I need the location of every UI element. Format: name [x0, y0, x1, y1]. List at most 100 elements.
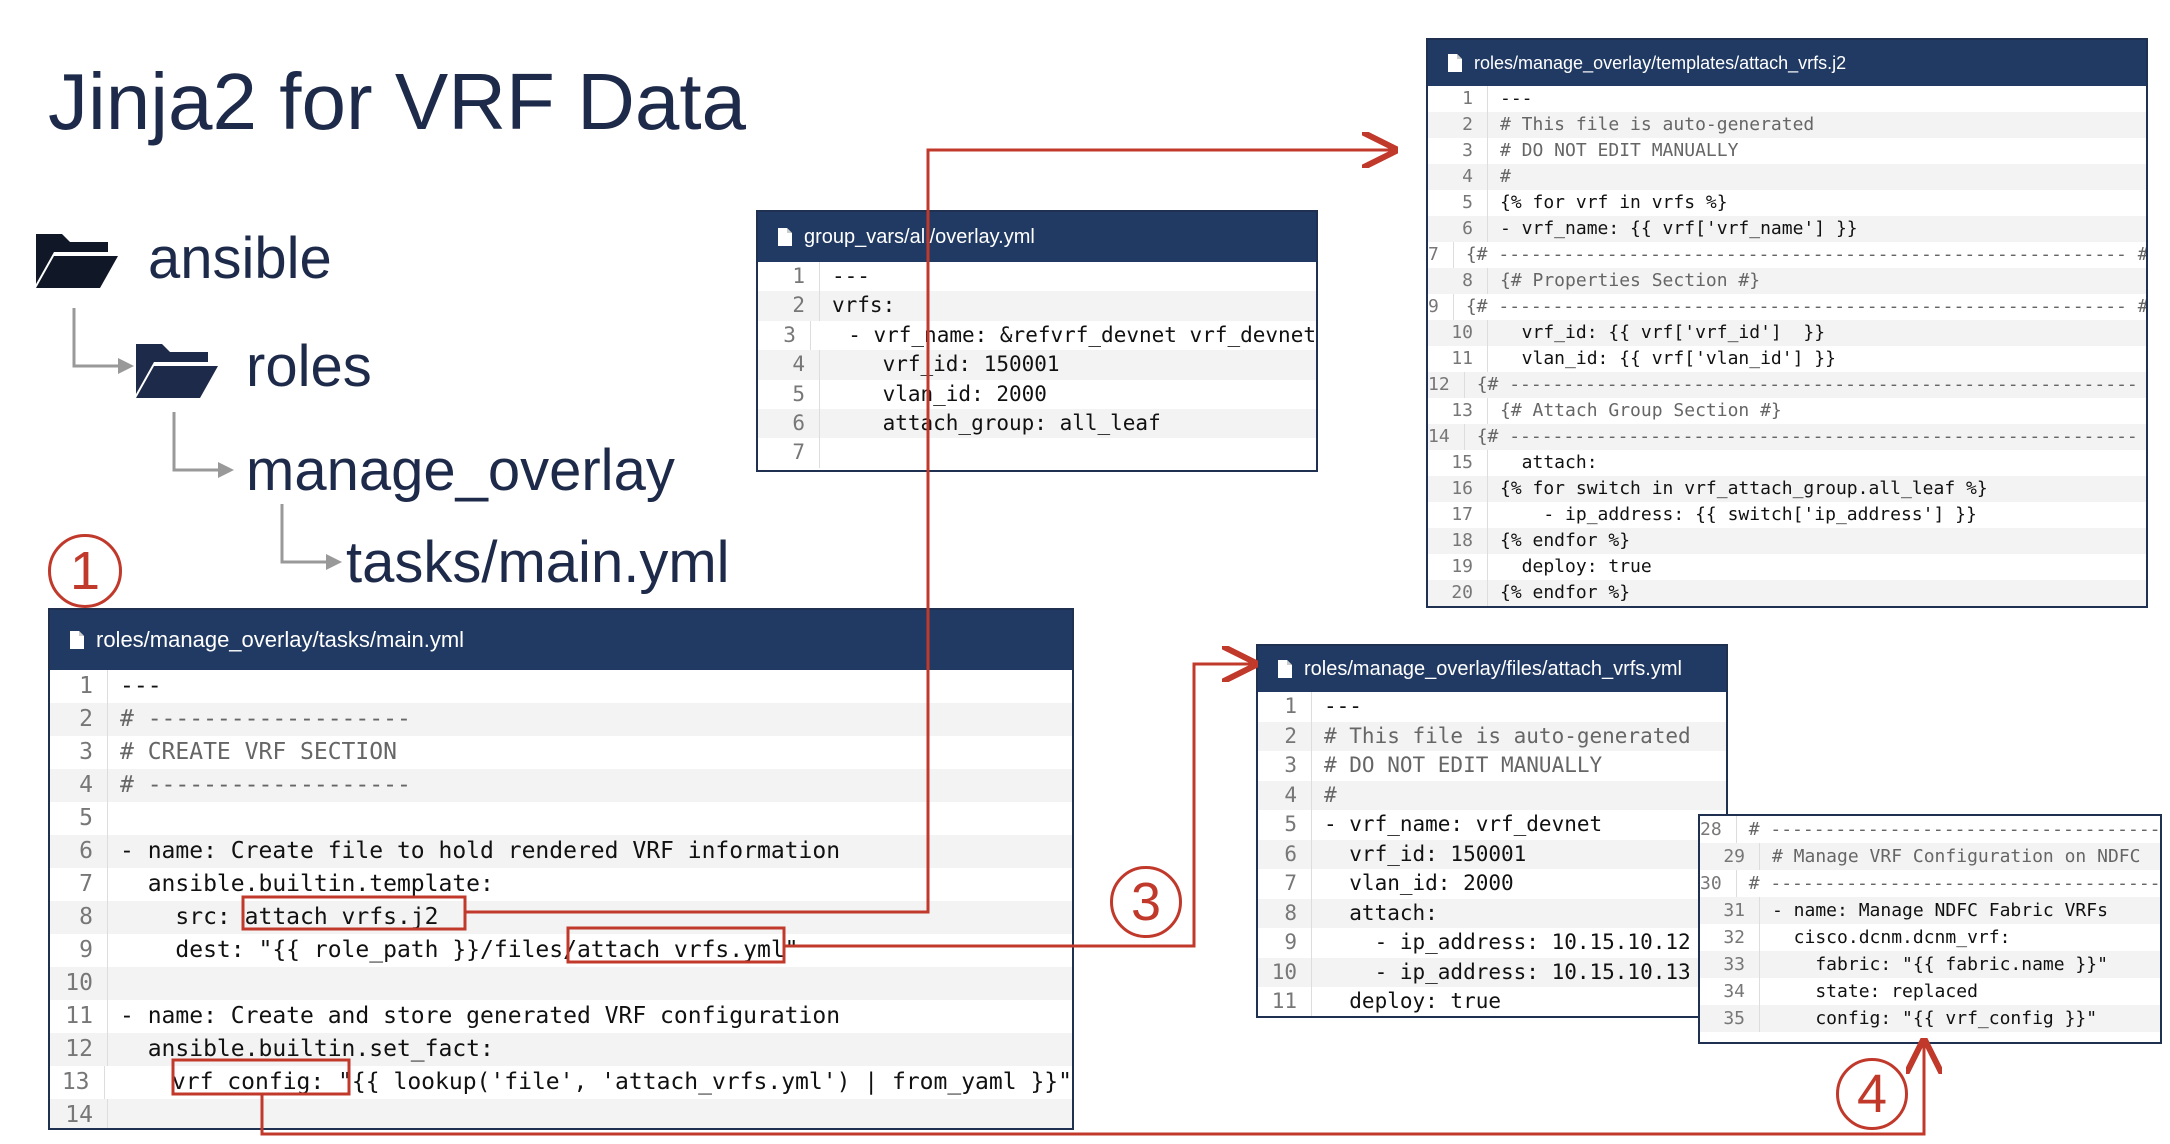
code-line: 2# ------------------- [50, 703, 1072, 736]
line-number: 19 [1428, 554, 1488, 580]
main-yml-header: roles/manage_overlay/tasks/main.yml [50, 610, 1072, 670]
tree-roles: roles [246, 334, 372, 399]
line-number: 10 [50, 967, 108, 1000]
overlay-yml-header: group_vars/all/overlay.yml [758, 212, 1316, 262]
line-number: 4 [1258, 780, 1312, 810]
code-line: 13 vrf_config: "{{ lookup('file', 'attac… [50, 1066, 1072, 1099]
line-number: 7 [758, 438, 820, 468]
file-icon [70, 631, 84, 649]
line-number: 32 [1700, 924, 1760, 951]
tree-manage-overlay: manage_overlay [246, 438, 675, 503]
code-line: 9{# ------------------------------------… [1428, 294, 2146, 320]
j2-template-window: roles/manage_overlay/templates/attach_vr… [1426, 38, 2148, 608]
code-line: 34 state: replaced [1700, 978, 2160, 1005]
code-text: {% endfor %} [1500, 530, 1631, 551]
line-number: 1 [1428, 86, 1488, 112]
code-text: # Manage VRF Configuration on NDFC [1772, 846, 2141, 867]
line-number: 31 [1700, 897, 1760, 924]
line-number: 17 [1428, 502, 1488, 528]
code-line: 7{# ------------------------------------… [1428, 242, 2146, 268]
line-number: 6 [758, 408, 820, 439]
line-number: 14 [1428, 424, 1465, 450]
step-4-badge: 4 [1836, 1058, 1908, 1130]
line-number: 11 [1428, 346, 1488, 372]
line-number: 9 [50, 934, 108, 967]
code-text: vrfs: [832, 293, 896, 318]
attach-yml-filename: roles/manage_overlay/files/attach_vrfs.y… [1304, 657, 1682, 680]
code-text: # This file is auto-generated [1500, 114, 1815, 135]
code-line: 1--- [50, 670, 1072, 703]
highlight-dest [566, 926, 786, 964]
overlay-yml-filename: group_vars/all/overlay.yml [804, 225, 1035, 248]
code-line: 1--- [758, 262, 1316, 292]
code-line: 8{# Properties Section #} [1428, 268, 2146, 294]
code-text: - ip_address: 10.15.10.12 [1324, 930, 1691, 954]
line-number: 2 [1258, 721, 1312, 751]
code-line: 7 vlan_id: 2000 [1258, 869, 1726, 899]
code-text: # CREATE VRF SECTION [120, 739, 397, 765]
code-line: 9 dest: "{{ role_path }}/files/attach_vr… [50, 934, 1072, 967]
j2-filename: roles/manage_overlay/templates/attach_vr… [1474, 52, 1847, 73]
code-line: 5 [50, 802, 1072, 835]
line-number: 5 [758, 379, 820, 409]
file-icon [1278, 660, 1292, 678]
tree-tasks-main: tasks/main.yml [346, 530, 730, 595]
main-yml-filename: roles/manage_overlay/tasks/main.yml [96, 627, 465, 652]
code-text: vrf_config: "{{ lookup('file', 'attach_v… [116, 1069, 1072, 1095]
code-text: vrf_id: {{ vrf['vrf_id'] }} [1500, 322, 1826, 343]
tree-ansible: ansible [148, 226, 332, 291]
code-text: --- [1500, 88, 1533, 109]
code-line: 10 - ip_address: 10.15.10.13 [1258, 957, 1726, 987]
line-number: 5 [1258, 810, 1312, 840]
code-text: --- [832, 264, 870, 288]
code-line: 3# DO NOT EDIT MANUALLY [1428, 138, 2146, 164]
line-number: 8 [1258, 898, 1312, 928]
code-line: 11 vlan_id: {{ vrf['vlan_id'] }} [1428, 346, 2146, 372]
code-text: {# -------------------------------------… [1476, 426, 2148, 447]
code-text: # --------------------------------------… [1748, 873, 2161, 894]
j2-code: 1 --- 2 # This file is auto-generated 3# DO … [1428, 86, 2146, 606]
line-number: 11 [1258, 987, 1312, 1016]
code-text: vlan_id: 2000 [832, 381, 1047, 406]
code-line: 5 vlan_id: 2000 [758, 379, 1316, 409]
line-number: 12 [1428, 372, 1465, 398]
code-line: 5- vrf_name: vrf_devnet [1258, 810, 1726, 840]
code-text: deploy: true [1324, 989, 1502, 1013]
code-text: attach: [1500, 452, 1598, 473]
line-number: 14 [50, 1099, 108, 1128]
folder-open-icon [36, 234, 118, 288]
code-text: - ip_address: {{ switch['ip_address'] }} [1500, 504, 1977, 525]
arrow-to-attach [784, 664, 1252, 948]
code-text: --- [1324, 694, 1362, 718]
code-text: - ip_address: 10.15.10.13 [1324, 959, 1691, 984]
code-text: vlan_id: {{ vrf['vlan_id'] }} [1500, 348, 1836, 369]
line-number: 30 [1700, 870, 1737, 897]
line-number: 6 [50, 835, 108, 868]
line-number: 13 [1428, 398, 1488, 424]
page-title: Jinja2 for VRF Data [48, 57, 747, 146]
code-text: {# Attach Group Section #} [1500, 400, 1782, 421]
code-text: cisco.dcnm.dcnm_vrf: [1772, 927, 2011, 948]
code-text: # [1324, 782, 1337, 807]
line-number: 7 [1428, 242, 1454, 268]
code-text: vrf_id: 150001 [1324, 841, 1527, 866]
code-text: # DO NOT EDIT MANUALLY [1324, 753, 1603, 777]
line-number: 8 [1428, 268, 1488, 294]
code-text: # DO NOT EDIT MANUALLY [1500, 140, 1739, 161]
code-line: 1--- [1258, 692, 1726, 722]
code-line: 14 {# -----------------------------------… [1428, 424, 2146, 450]
code-line: 6 attach_group: all_leaf [758, 408, 1316, 439]
code-text: --- [120, 673, 162, 699]
code-line: 4# ------------------- [50, 769, 1072, 802]
step-1-badge: 1 [48, 534, 122, 608]
code-line: 30 # ------------------------------------… [1700, 870, 2160, 897]
tree-connector-1 [72, 308, 134, 374]
code-text: - vrf_name: &refvrf_devnet vrf_devnet [822, 322, 1316, 347]
file-icon [1448, 54, 1462, 72]
code-line: 4# [1428, 164, 2146, 190]
line-number: 2 [1428, 112, 1488, 138]
attach-yml-window: roles/manage_overlay/files/attach_vrfs.y… [1256, 644, 1728, 1018]
code-text: - name: Create file to hold rendered VRF… [120, 838, 841, 864]
code-text: ansible.builtin.template: [120, 871, 494, 897]
